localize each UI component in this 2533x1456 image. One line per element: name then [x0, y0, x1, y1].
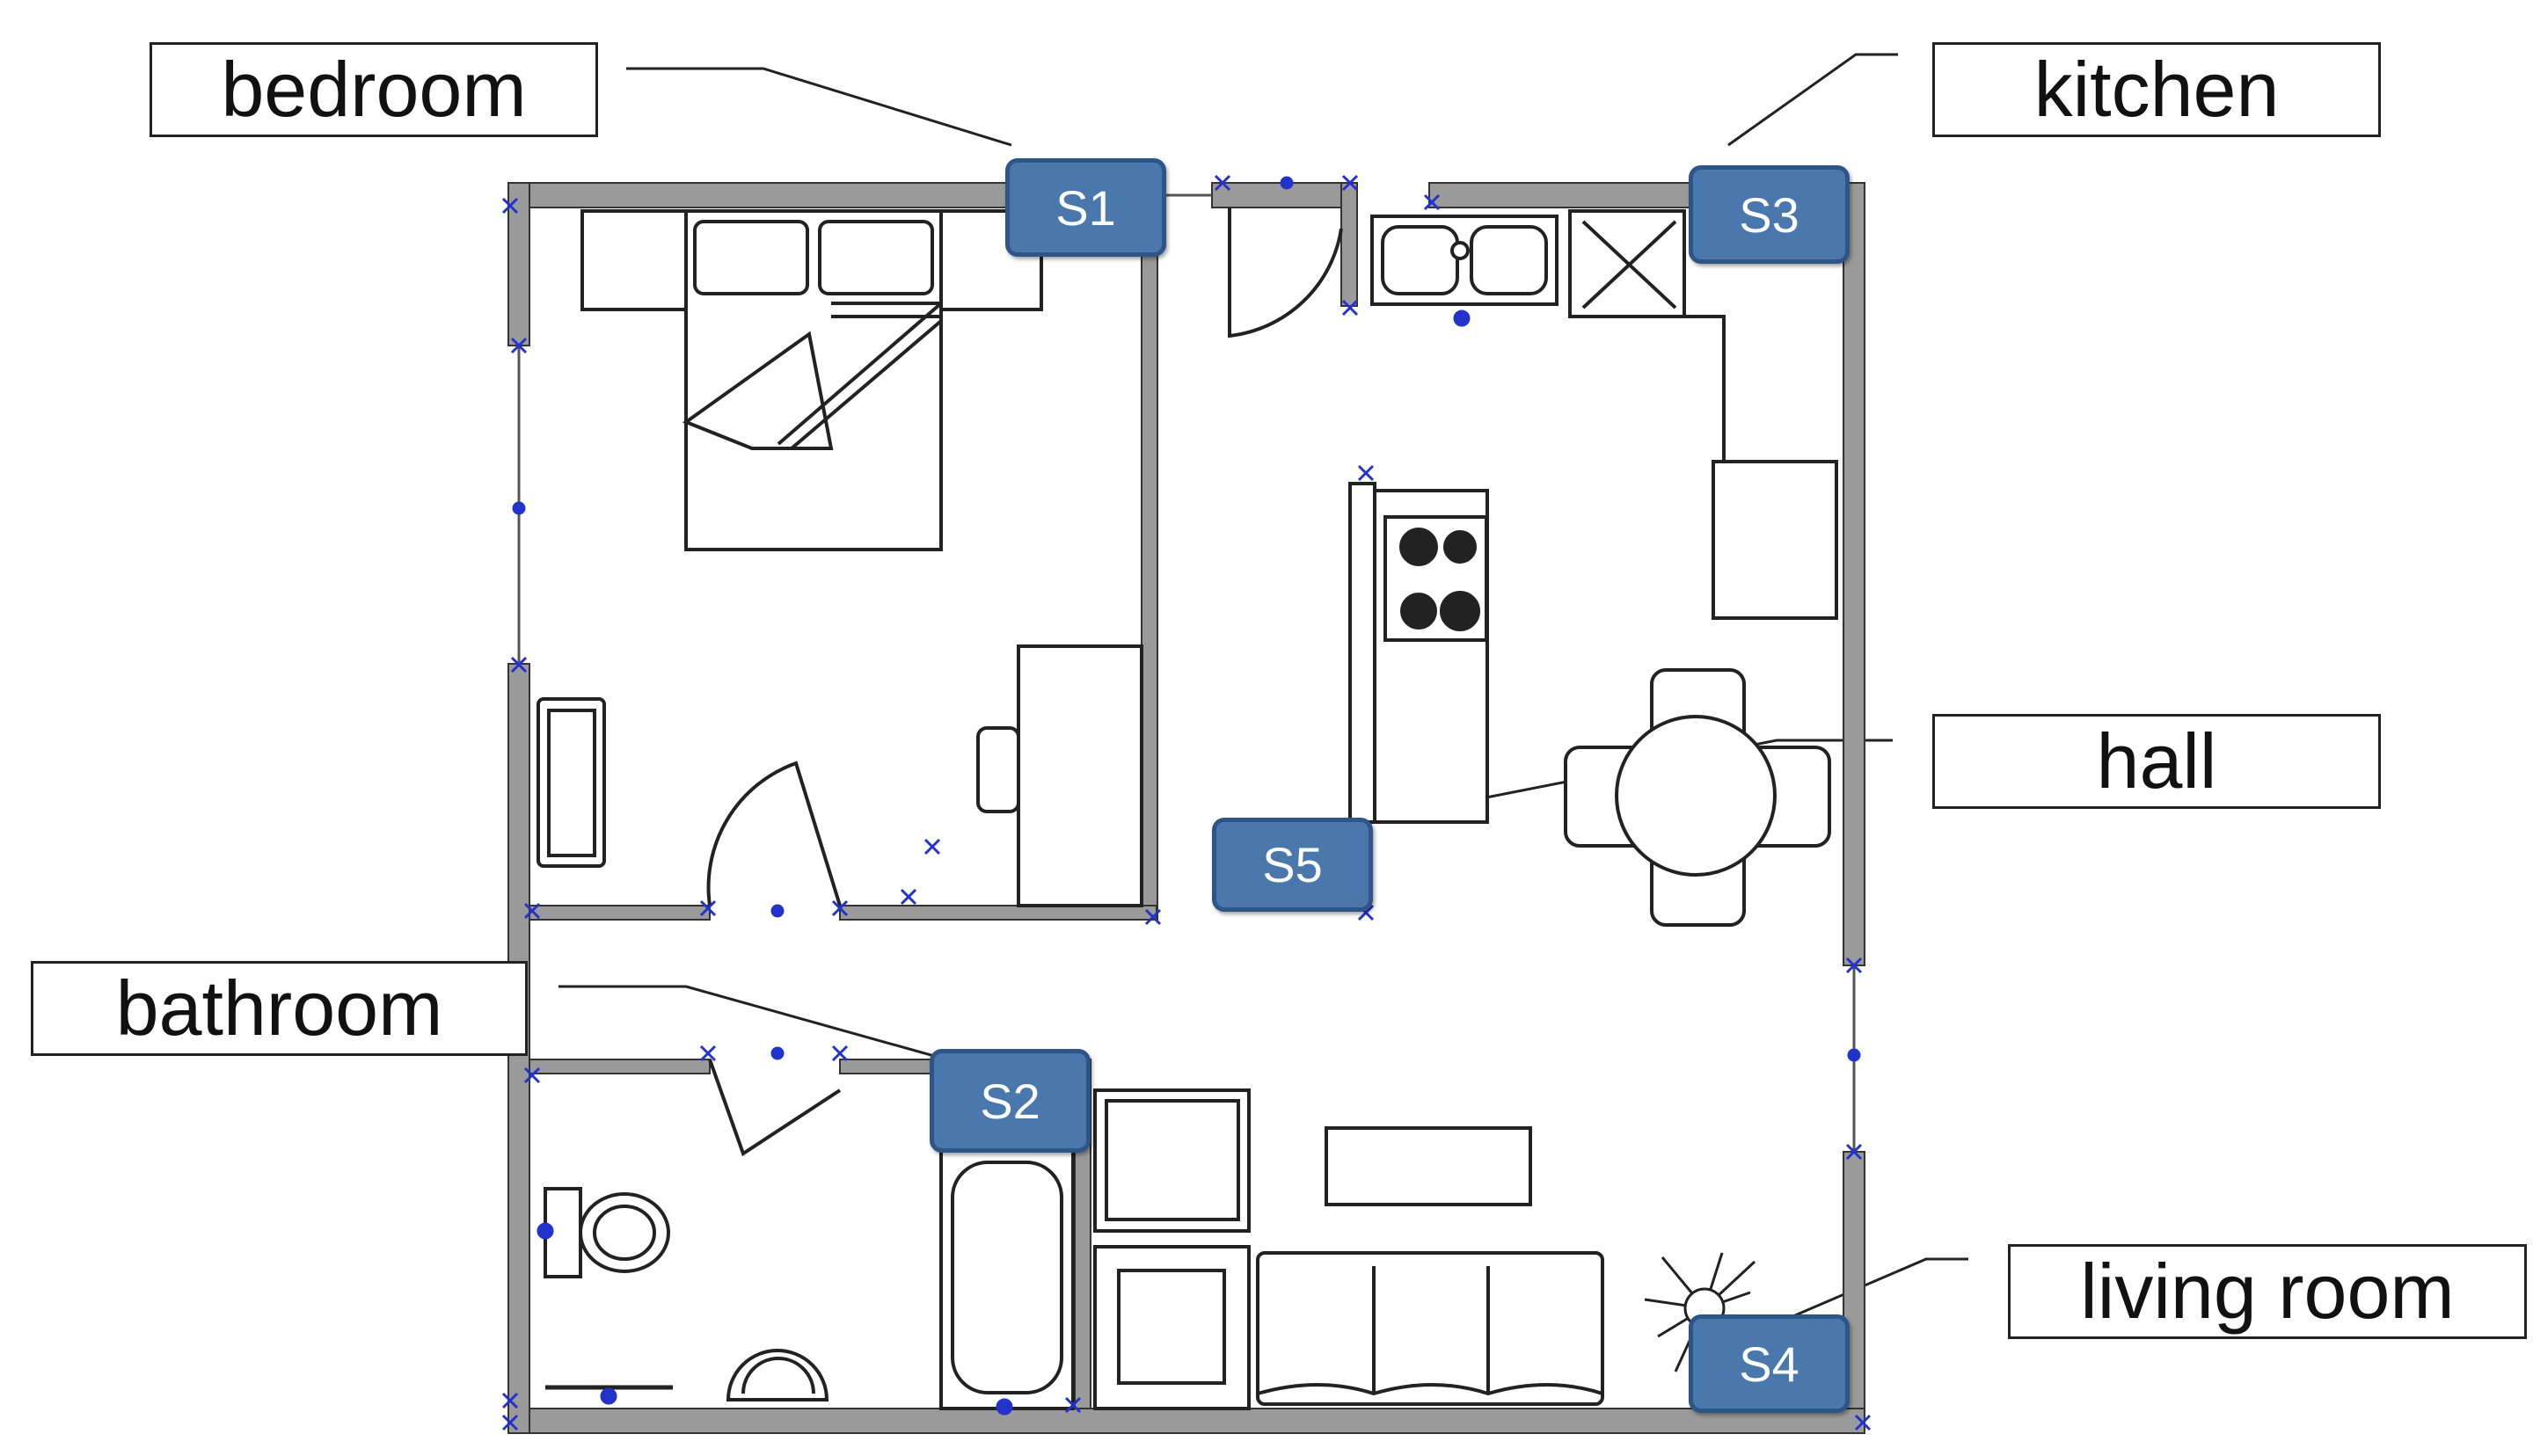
- wall-bottom: [507, 1408, 1865, 1434]
- bed: [580, 209, 1043, 551]
- fridge: [1712, 460, 1838, 620]
- stove-counter: [1093, 1088, 1251, 1410]
- sensor-s4-badge[interactable]: S4: [1689, 1314, 1850, 1413]
- coffee-table: [1325, 1126, 1532, 1206]
- sensor-s1-badge[interactable]: S1: [1005, 158, 1166, 257]
- bathroom-top-wall-a: [529, 1059, 711, 1074]
- wall-right-upper: [1843, 182, 1865, 966]
- leader-line-bathroom: [558, 985, 979, 1070]
- room-label-hall: hall: [1932, 714, 2381, 809]
- room-label-kitchen: kitchen: [1932, 42, 2381, 137]
- wardrobe: [537, 697, 606, 868]
- leader-line-living-room: [1776, 1257, 1968, 1325]
- bedroom-door: [706, 761, 842, 906]
- sensor-s5-badge[interactable]: S5: [1212, 818, 1373, 912]
- bathtub: [939, 1148, 1075, 1410]
- desk: [976, 644, 1143, 907]
- wall-left-top: [507, 182, 530, 346]
- kitchen-entry-wall: [1340, 182, 1358, 307]
- kitchen-island: [1348, 482, 1489, 824]
- bathroom-door: [708, 1059, 842, 1157]
- room-label-bathroom: bathroom: [31, 961, 528, 1056]
- kitchen-cabinet: [1568, 209, 1726, 462]
- sensor-s2-badge[interactable]: S2: [930, 1049, 1091, 1153]
- bathroom-sink: [726, 1349, 829, 1401]
- leader-line-kitchen: [1727, 53, 1898, 147]
- doors: [706, 207, 1343, 1157]
- bedroom-bottom-wall-a: [529, 905, 711, 921]
- sensor-s3-badge[interactable]: S3: [1689, 165, 1850, 264]
- kitchen-sink: [1370, 215, 1558, 306]
- bedroom-right-wall: [1141, 207, 1158, 921]
- room-label-bedroom: bedroom: [150, 42, 598, 137]
- kitchen-door: [1228, 207, 1343, 339]
- selection-markers: [501, 174, 1872, 1431]
- toilet: [544, 1187, 670, 1278]
- bedroom-bottom-wall-b: [839, 905, 1157, 921]
- room-label-living-room: living room: [2008, 1244, 2527, 1339]
- dining-table: [1564, 668, 1831, 927]
- leader-line-bedroom: [626, 67, 1012, 147]
- sofa: [1256, 1251, 1604, 1406]
